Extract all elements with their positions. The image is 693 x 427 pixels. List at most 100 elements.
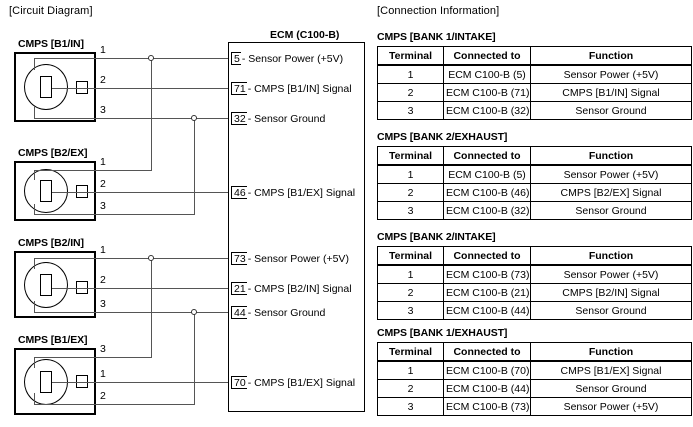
column-header-connected-to: Connected to bbox=[443, 342, 531, 362]
table-row: 3 ECM C100-B (32) Sensor Ground bbox=[377, 101, 692, 120]
pin-number-b1ex-3: 3 bbox=[100, 343, 106, 355]
ecm-pin-number-73: 73 bbox=[231, 252, 247, 265]
wire-b2ex-pin2 bbox=[96, 192, 234, 193]
ecm-pin-70: 70 - CMPS [B1/EX] Signal bbox=[231, 376, 355, 389]
connector-inner-pin-b2ex bbox=[40, 180, 52, 202]
table-row: 1 ECM C100-B (70) CMPS [B1/EX] Signal bbox=[377, 360, 692, 380]
ecm-pin-44: 44 - Sensor Ground bbox=[231, 306, 325, 319]
junction-ground-lower bbox=[191, 309, 197, 315]
cell-connected-to: ECM C100-B (70) bbox=[443, 360, 531, 380]
cell-terminal: 2 bbox=[377, 283, 444, 302]
ecm-pin-73: 73 - Sensor Power (+5V) bbox=[231, 252, 349, 265]
wire-b2ex-pin1-h bbox=[96, 170, 152, 171]
cell-function: Sensor Ground bbox=[530, 301, 692, 320]
wire-b1ex-pin1 bbox=[96, 382, 234, 383]
connector-label-b2ex: CMPS [B2/EX] bbox=[18, 147, 88, 159]
connector-label-b1ex: CMPS [B1/EX] bbox=[18, 334, 88, 346]
wire-b1in-pin3 bbox=[96, 118, 234, 119]
ecm-pin-label-70: - CMPS [B1/EX] Signal bbox=[247, 376, 356, 389]
connector-inner-pin-b1in bbox=[40, 76, 52, 98]
ecm-title: ECM (C100-B) bbox=[270, 29, 340, 41]
internal-wire-b1in-1v bbox=[34, 58, 35, 70]
ecm-pin-32: 32 - Sensor Ground bbox=[231, 112, 325, 125]
ecm-pin-label-21: - CMPS [B2/IN] Signal bbox=[247, 282, 352, 295]
internal-wire-b2ex-1v bbox=[34, 170, 35, 180]
cell-function: Sensor Ground bbox=[530, 379, 692, 398]
wire-b2in-pin3 bbox=[96, 312, 234, 313]
pin-number-b1in-3: 3 bbox=[100, 104, 106, 116]
cell-terminal: 1 bbox=[377, 360, 444, 380]
column-header-function: Function bbox=[530, 342, 692, 362]
internal-wire-b2ex-3v bbox=[34, 204, 35, 214]
connector-terminal-square-b1in bbox=[76, 81, 88, 94]
column-header-function: Function bbox=[530, 146, 692, 166]
pin-number-b2in-2: 2 bbox=[100, 274, 106, 286]
connector-label-b1in: CMPS [B1/IN] bbox=[18, 38, 84, 50]
cell-connected-to: ECM C100-B (44) bbox=[443, 379, 531, 398]
ecm-pin-number-46: 46 bbox=[231, 186, 247, 199]
column-header-function: Function bbox=[530, 46, 692, 66]
cell-connected-to: ECM C100-B (44) bbox=[443, 301, 531, 320]
wire-b2in-pin1 bbox=[96, 258, 234, 259]
table-row: 3 ECM C100-B (73) Sensor Power (+5V) bbox=[377, 397, 692, 416]
ecm-pin-number-44: 44 bbox=[231, 306, 247, 319]
wire-b1in-pin2 bbox=[96, 88, 234, 89]
internal-wire-b1ex-1 bbox=[52, 382, 96, 383]
table-row: 1 ECM C100-B (5) Sensor Power (+5V) bbox=[377, 64, 692, 84]
column-header-terminal: Terminal bbox=[377, 146, 444, 166]
table-header-row: Terminal Connected to Function bbox=[377, 246, 692, 266]
cell-terminal: 3 bbox=[377, 301, 444, 320]
internal-wire-b1in-3 bbox=[34, 118, 96, 119]
cell-function: Sensor Power (+5V) bbox=[530, 64, 692, 84]
pin-number-b1in-2: 2 bbox=[100, 74, 106, 86]
pin-number-b2in-3: 3 bbox=[100, 298, 106, 310]
internal-wire-b2ex-3 bbox=[34, 214, 96, 215]
column-header-connected-to: Connected to bbox=[443, 146, 531, 166]
cell-function: Sensor Power (+5V) bbox=[530, 264, 692, 284]
cell-connected-to: ECM C100-B (32) bbox=[443, 201, 531, 220]
wire-b1ex-pin2-v bbox=[194, 312, 195, 405]
ecm-pin-number-71: 71 bbox=[231, 82, 247, 95]
pin-number-b1ex-2: 2 bbox=[100, 390, 106, 402]
table-header-row: Terminal Connected to Function bbox=[377, 46, 692, 66]
cell-connected-to: ECM C100-B (21) bbox=[443, 283, 531, 302]
connector-inner-pin-b1ex bbox=[40, 371, 52, 393]
cell-function: Sensor Ground bbox=[530, 101, 692, 120]
cell-terminal: 2 bbox=[377, 183, 444, 202]
ecm-pin-label-46: - CMPS [B1/EX] Signal bbox=[247, 186, 356, 199]
internal-wire-b2ex-1 bbox=[34, 170, 96, 171]
table-row: 2 ECM C100-B (71) CMPS [B1/IN] Signal bbox=[377, 83, 692, 102]
cell-function: Sensor Ground bbox=[530, 201, 692, 220]
ecm-pin-label-44: - Sensor Ground bbox=[247, 306, 326, 319]
table-header-row: Terminal Connected to Function bbox=[377, 146, 692, 166]
internal-wire-b2in-1 bbox=[34, 258, 96, 259]
connector-inner-pin-b2in bbox=[40, 274, 52, 296]
table-title-bank2-intake: CMPS [BANK 2/INTAKE] bbox=[377, 231, 496, 243]
pin-number-b2ex-2: 2 bbox=[100, 178, 106, 190]
internal-wire-b1ex-2v bbox=[34, 393, 35, 404]
table-header-row: Terminal Connected to Function bbox=[377, 342, 692, 362]
connector-label-b2in: CMPS [B2/IN] bbox=[18, 237, 84, 249]
wire-b1ex-pin3-h bbox=[96, 357, 152, 358]
internal-wire-b2in-3 bbox=[34, 312, 96, 313]
pin-number-b1ex-1: 1 bbox=[100, 368, 106, 380]
wire-b1ex-pin3-v bbox=[151, 258, 152, 358]
cell-terminal: 2 bbox=[377, 83, 444, 102]
ecm-connector-box bbox=[228, 42, 365, 412]
cell-connected-to: ECM C100-B (46) bbox=[443, 183, 531, 202]
connection-table-bank1-exhaust: Terminal Connected to Function 1 ECM C10… bbox=[377, 342, 692, 416]
column-header-connected-to: Connected to bbox=[443, 246, 531, 266]
wire-b2ex-pin3-v bbox=[194, 118, 195, 215]
internal-wire-b2in-2 bbox=[52, 288, 96, 289]
internal-wire-b1ex-2 bbox=[34, 404, 96, 405]
internal-wire-b1ex-3 bbox=[34, 357, 96, 358]
wire-b2ex-pin3-h bbox=[96, 214, 195, 215]
table-row: 3 ECM C100-B (44) Sensor Ground bbox=[377, 301, 692, 320]
connection-information-panel: [Connection Information] CMPS [BANK 1/IN… bbox=[376, 0, 693, 427]
ecm-pin-label-71: - CMPS [B1/IN] Signal bbox=[247, 82, 352, 95]
ecm-pin-label-73: - Sensor Power (+5V) bbox=[247, 252, 349, 265]
wire-b1ex-pin2-h bbox=[96, 404, 195, 405]
circuit-diagram-heading: [Circuit Diagram] bbox=[9, 5, 93, 17]
junction-power-lower bbox=[148, 255, 154, 261]
circuit-diagram-panel: [Circuit Diagram] CMPS [B1/IN] 1 2 3 CMP… bbox=[9, 5, 365, 415]
